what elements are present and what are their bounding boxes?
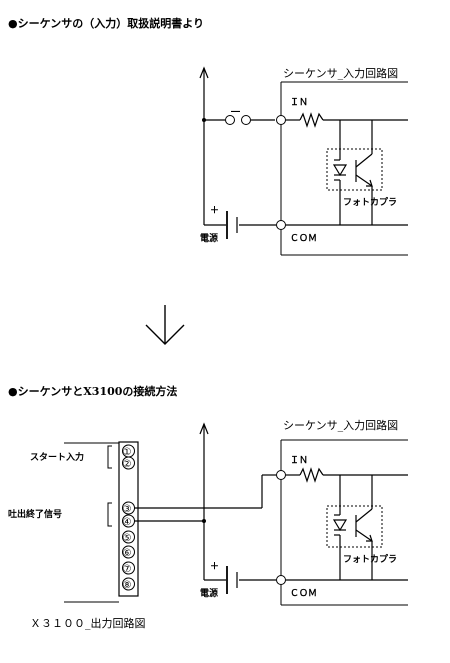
- x3100-terminal-numbers: ① ② ③ ④ ⑤ ⑥ ⑦ ⑧: [123, 447, 132, 591]
- section2-junction-dot: [202, 519, 206, 523]
- terminal-8: ⑧: [123, 580, 132, 591]
- terminal-3: ③: [123, 504, 132, 515]
- terminal-1: ①: [123, 447, 132, 458]
- terminal-2: ②: [123, 459, 132, 470]
- section1-com-terminal: [276, 220, 286, 230]
- section2-wire-up-arrow: [199, 422, 209, 562]
- section2-in-terminal: [276, 470, 286, 480]
- section2-power-label: 電源: [200, 587, 218, 599]
- section2-photocoupler: [326, 475, 383, 580]
- section1-photocoupler: [326, 120, 383, 225]
- terminal-6: ⑥: [123, 548, 132, 559]
- section1-com-line: [203, 207, 408, 226]
- section2-in-label: ＩＮ: [290, 455, 308, 466]
- section1-resistor: [286, 112, 408, 128]
- section2-title: ●シーケンサとX3100の接続方法: [8, 384, 177, 398]
- terminal-3-wire: [134, 474, 276, 509]
- terminal-7: ⑦: [123, 564, 132, 575]
- section1-plus-label: ＋: [210, 205, 219, 216]
- section1-switch: [204, 115, 275, 125]
- x3100-boundary: [64, 442, 119, 603]
- section2-circuit-title: シーケンサ_入力回路図: [283, 419, 398, 432]
- section2-com-label: ＣＯＭ: [290, 588, 317, 599]
- section1-minus-label: ―: [231, 107, 240, 117]
- start-input-bracket: [107, 445, 112, 469]
- discharge-end-bracket: [107, 502, 112, 527]
- section2-battery: [226, 566, 238, 594]
- section1-photocoupler-label: フォトカプラ: [343, 196, 397, 208]
- section1-junction-dot: [202, 118, 206, 122]
- section2-com-terminal: [276, 575, 286, 585]
- section2-com-line: [203, 562, 408, 581]
- section2-photocoupler-label: フォトカプラ: [343, 553, 397, 565]
- x3100-output-circuit-label: Ｘ３１００_出力回路図: [30, 616, 146, 630]
- section1-title: ●シーケンサの（入力）取扱説明書より: [8, 16, 204, 30]
- section2-plus-label: ＋: [210, 561, 219, 572]
- terminal-4: ④: [123, 517, 132, 528]
- terminal-5: ⑤: [123, 533, 132, 544]
- down-arrow: [145, 305, 185, 345]
- section2-resistor: [286, 467, 408, 483]
- section1-wire-up-arrow: [199, 66, 209, 207]
- discharge-end-label: 吐出終了信号: [8, 508, 62, 520]
- section1-in-terminal: [276, 115, 286, 125]
- start-input-label: スタート入力: [30, 451, 84, 463]
- section1-com-label: ＣＯＭ: [290, 233, 317, 244]
- section1-in-label: ＩＮ: [290, 97, 308, 108]
- section1-battery: [226, 211, 238, 239]
- section1-power-label: 電源: [200, 232, 218, 244]
- x3100-terminal-block: [118, 441, 139, 597]
- section1-circuit-title: シーケンサ_入力回路図: [283, 67, 398, 80]
